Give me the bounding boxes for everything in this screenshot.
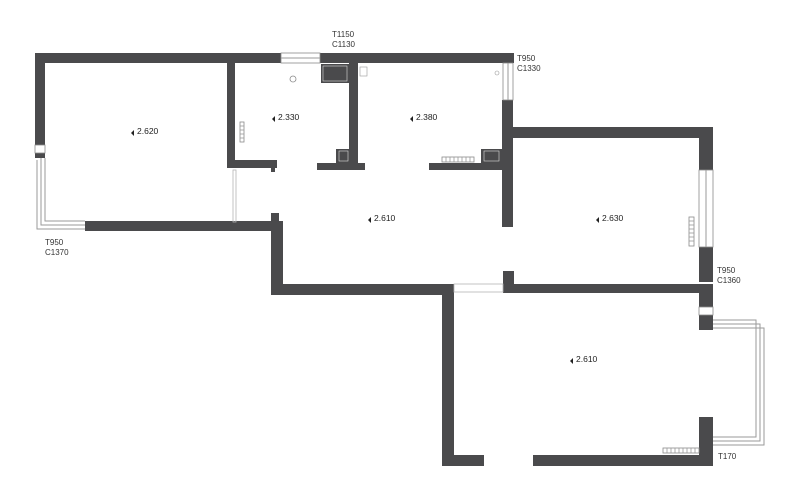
room-height-marker: 2.620 — [131, 126, 159, 136]
wall-small-room-bottom — [227, 160, 277, 168]
shaft-box-b — [481, 149, 502, 163]
wall-divider-a — [227, 63, 235, 167]
duct-box — [321, 64, 349, 83]
wall-bath-b-bottom — [429, 163, 504, 170]
wall-top-left — [35, 53, 281, 63]
elevation-marker-icon — [368, 217, 371, 223]
wall-stub-a — [271, 213, 279, 228]
wall-right-mid — [699, 247, 713, 282]
shaft-box-a — [336, 149, 350, 163]
window-left-bay — [34, 144, 85, 230]
window-label-bottom: C1370 — [45, 248, 69, 257]
elevation-marker-icon — [131, 130, 134, 136]
window-label-bottom: C1130 — [332, 40, 356, 49]
window-label-bottom: C1330 — [517, 64, 541, 73]
room-height-marker: 2.610 — [368, 213, 396, 223]
elevation-marker-icon — [410, 116, 413, 122]
room-height-label: 2.620 — [137, 126, 159, 136]
windows — [34, 52, 765, 446]
wall-right-upper — [699, 127, 713, 170]
fixtures — [239, 64, 700, 454]
window-label-top: T950 — [517, 54, 536, 63]
wall-lower-horizontal — [271, 284, 454, 295]
wall-left-upper — [35, 53, 45, 145]
wall-lower-room-left — [442, 284, 454, 466]
wall-left-stub — [35, 153, 45, 158]
elevation-marker-icon — [596, 217, 599, 223]
wall-divider-b — [349, 63, 358, 168]
window-label-bottom: C1360 — [717, 276, 741, 285]
elevation-marker-icon — [272, 116, 275, 122]
wall-divider-c — [502, 100, 513, 227]
wall-top-center — [320, 53, 514, 63]
wall-top-right — [502, 127, 713, 138]
radiator-icon — [688, 216, 695, 247]
wall-lower-vertical — [271, 221, 283, 294]
drain-icon — [289, 75, 297, 83]
window-label-top: T170 — [718, 452, 737, 461]
room-height-label: 2.610 — [374, 213, 396, 223]
wall-bottom-left — [85, 221, 281, 231]
wall-lower-room-bottom-right — [533, 455, 713, 466]
room-height-marker: 2.330 — [272, 112, 300, 122]
room-height-markers: 2.620 2.330 2.380 2.610 2.630 2.610 — [131, 112, 624, 364]
elevation-marker-icon — [570, 358, 573, 364]
room-height-label: 2.330 — [278, 112, 300, 122]
room-height-label: 2.610 — [576, 354, 598, 364]
window-label-top: T950 — [45, 238, 64, 247]
radiator-icon — [441, 156, 475, 163]
window-label-top: T950 — [717, 266, 736, 275]
window-labels: T1150 C1130 T950 C1330 T950 C1370 T950 C… — [45, 30, 741, 461]
room-height-marker: 2.610 — [570, 354, 598, 364]
wall-stub-b — [503, 271, 514, 293]
window-label-top: T1150 — [332, 30, 355, 39]
wall-lower-right-lower — [699, 417, 713, 466]
wall-lower-room-bottom-left — [442, 455, 484, 466]
window-lower-bay — [698, 306, 765, 446]
wall-bottom-right-bedroom — [503, 284, 713, 293]
walls — [35, 53, 713, 466]
room-height-marker: 2.630 — [596, 213, 624, 223]
room-height-marker: 2.380 — [410, 112, 438, 122]
room-height-label: 2.380 — [416, 112, 438, 122]
vent-icon — [239, 121, 245, 143]
wall-bath-a-bottom — [317, 163, 365, 170]
room-height-label: 2.630 — [602, 213, 624, 223]
radiator-icon — [662, 447, 700, 454]
